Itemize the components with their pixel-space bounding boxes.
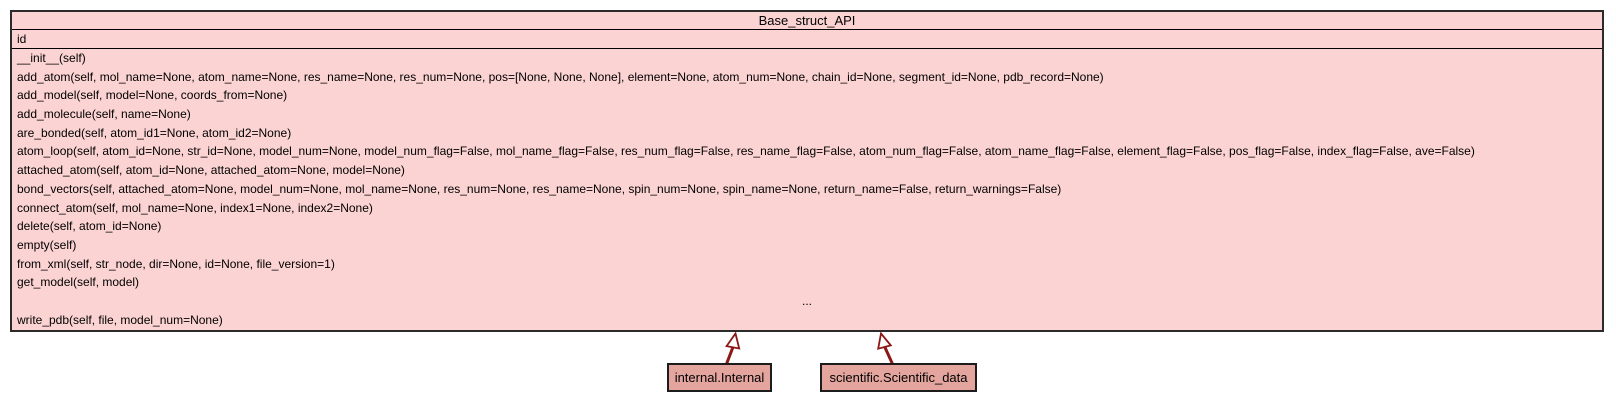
method-from-xml[interactable]: from_xml(self, str_node, dir=None, id=No… [17,256,335,271]
method-add-molecule[interactable]: add_molecule(self, name=None) [17,107,191,122]
inheritance-arrowhead-scientific [877,331,893,350]
method-write-pdb[interactable]: write_pdb(self, file, model_num=None) [17,312,223,327]
inheritance-arrowhead-internal [725,331,741,350]
subclass-label-scientific: scientific.Scientific_data [829,370,968,385]
inheritance-arrow-scientific-shaft [883,346,894,365]
class-box-internal[interactable]: internal.Internal [667,363,772,392]
class-box-scientific[interactable]: scientific.Scientific_data [820,363,977,392]
class-attribute-id[interactable]: id [12,30,1602,49]
method-add-atom[interactable]: add_atom(self, mol_name=None, atom_name=… [17,69,1104,84]
inheritance-arrow-internal-shaft [725,346,735,365]
method-empty[interactable]: empty(self) [17,237,77,252]
method-get-model[interactable]: get_model(self, model) [17,275,140,290]
method-bond-vectors[interactable]: bond_vectors(self, attached_atom=None, m… [17,181,1062,196]
class-methods-compartment: __init__(self) add_atom(self, mol_name=N… [12,49,1602,329]
class-box-base-struct-api: Base_struct_API id __init__(self) add_at… [10,10,1604,332]
method-are-bonded[interactable]: are_bonded(self, atom_id1=None, atom_id2… [17,125,292,140]
method-attached-atom[interactable]: attached_atom(self, atom_id=None, attach… [17,163,405,178]
method-connect-atom[interactable]: connect_atom(self, mol_name=None, index1… [17,200,373,215]
method-delete[interactable]: delete(self, atom_id=None) [17,219,162,234]
method-add-model[interactable]: add_model(self, model=None, coords_from=… [17,88,288,103]
subclass-label-internal: internal.Internal [674,370,765,385]
method-atom-loop[interactable]: atom_loop(self, atom_id=None, str_id=Non… [17,144,1475,159]
methods-ellipsis: ... [801,293,812,308]
class-title[interactable]: Base_struct_API [12,12,1602,30]
method-init[interactable]: __init__(self) [17,51,86,65]
